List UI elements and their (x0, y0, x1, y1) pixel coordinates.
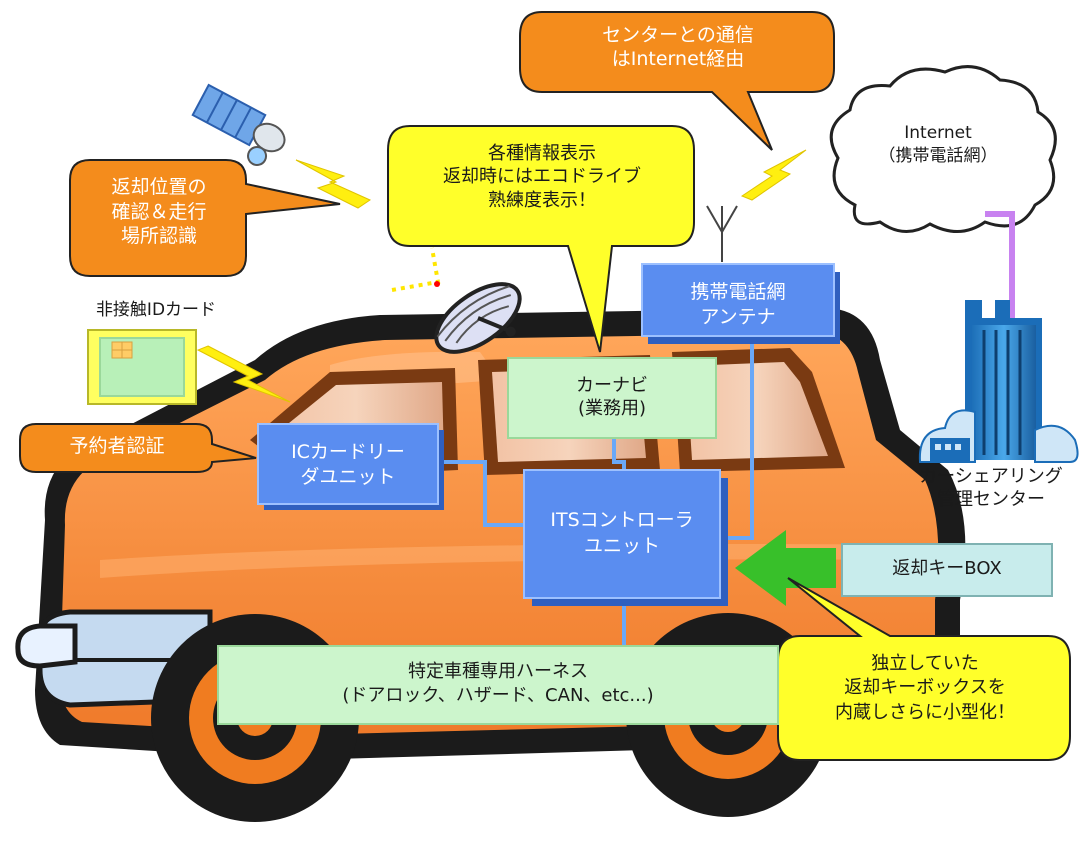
car-sharing-center-label: カーシェアリング 管理センター (919, 466, 1063, 511)
lightning-icon (196, 149, 807, 403)
callout-return-position (69, 159, 341, 277)
car-navi-box (507, 357, 717, 439)
cloud-icon (829, 65, 1057, 233)
mobile-antenna-text: 携帯電話網 アンテナ (690, 281, 786, 328)
internet-cloud-label: Internet （携帯電話網） (878, 123, 998, 166)
harness-box (217, 645, 779, 725)
gps-dish-icon (434, 282, 522, 354)
return-key-box (841, 543, 1053, 597)
return-key-box-text: 返却キーBOX (892, 558, 1002, 579)
callout-reservation-auth (19, 423, 257, 473)
return-position-callout-text: 返却位置の 確認＆走行 場所認識 (111, 176, 207, 248)
callout-center-comm (519, 11, 835, 151)
integrated-key-callout-text: 独立していた 返却キーボックスを 内蔵しさらに小型化！ (835, 653, 1015, 723)
info-display-callout-text: 各種情報表示 返却時にはエコドライブ 熟練度表示！ (443, 143, 641, 211)
ic-reader-box (257, 423, 444, 510)
gps-signal-path (391, 247, 441, 292)
arrow-icon (735, 530, 836, 606)
satellite-icon (191, 83, 286, 166)
building-icon (918, 300, 1079, 463)
reservation-auth-callout-text: 予約者認証 (69, 435, 165, 457)
internet-link-line (985, 211, 1015, 318)
ic-card-label: 非接触IDカード (95, 300, 217, 320)
car-navi-text: カーナビ (業務用) (576, 375, 648, 420)
center-comm-callout-text: センターとの通信 はInternet経由 (602, 24, 754, 70)
antenna-icon (706, 205, 738, 262)
its-controller-text: ITSコントローラ ユニット (550, 509, 694, 557)
callout-info-display (387, 125, 695, 353)
ic-card-icon (87, 329, 197, 405)
its-controller-box (523, 469, 728, 606)
ic-reader-text: ICカードリー ダユニット (291, 441, 405, 488)
mobile-antenna-box (641, 263, 840, 344)
harness-text: 特定車種専用ハーネス (ドアロック、ハザード、CAN、etc...) (342, 661, 654, 707)
